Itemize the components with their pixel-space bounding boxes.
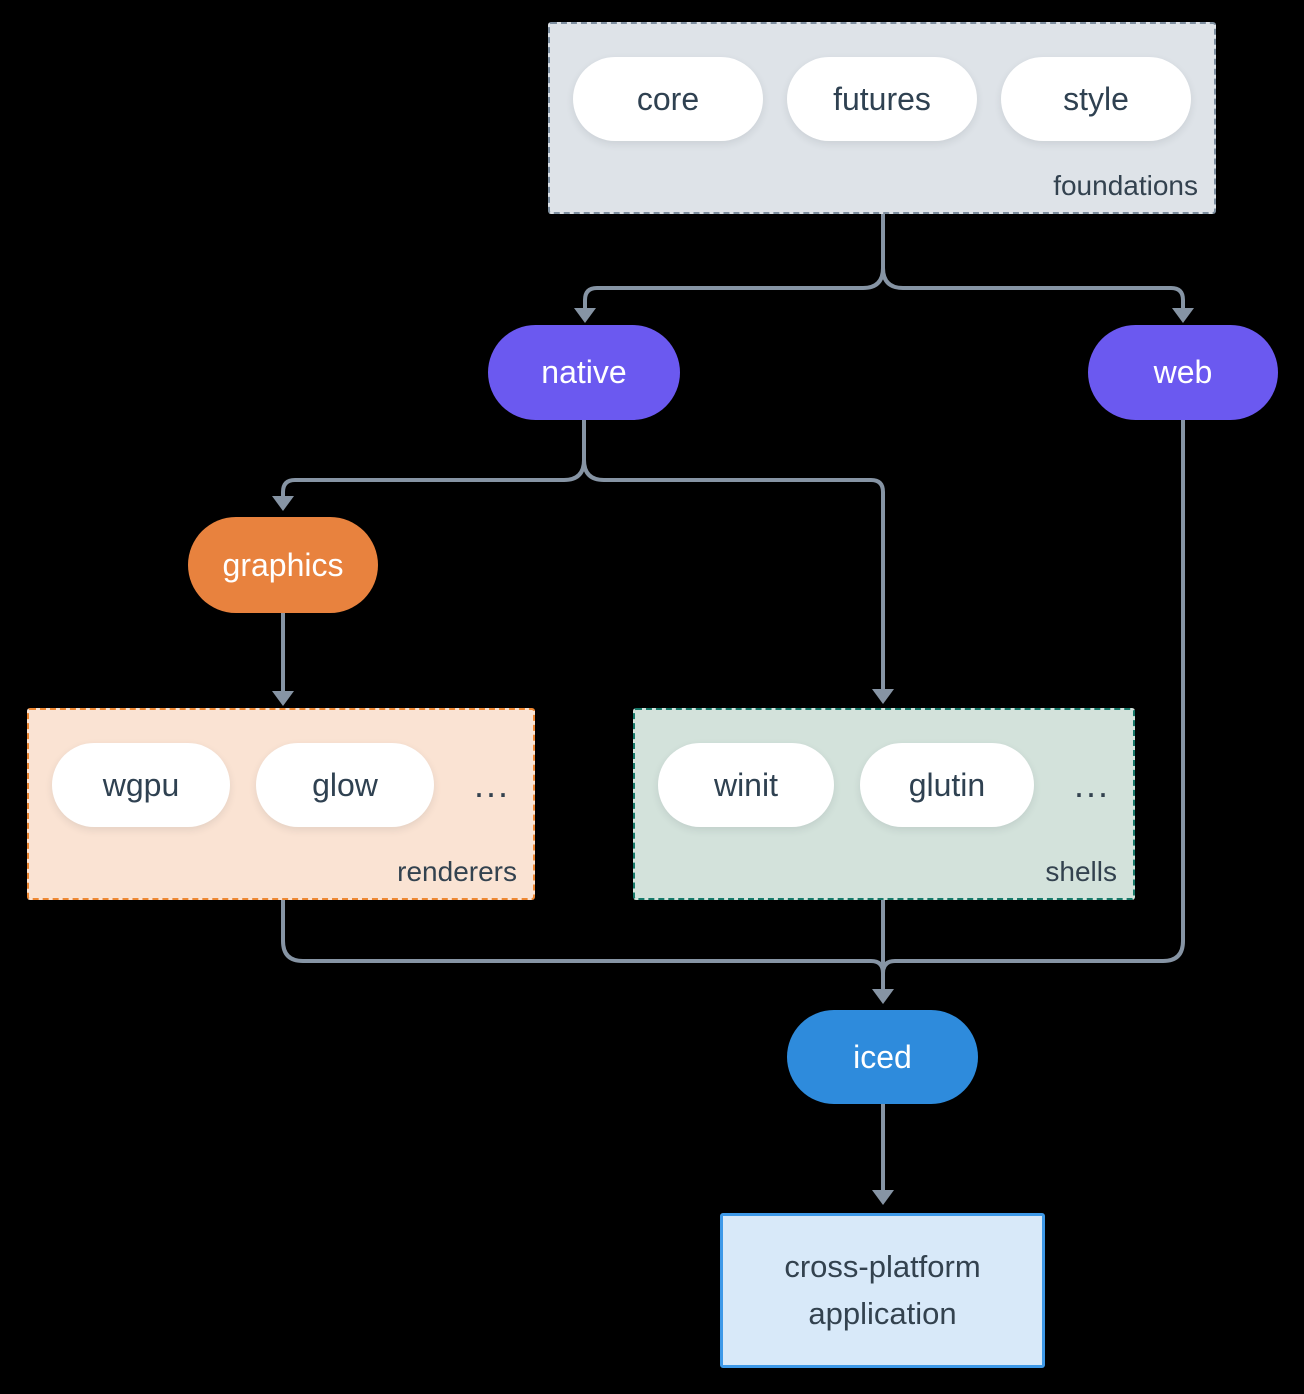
arrow-foundations-to-native [583,214,885,309]
pill-glow: glow [255,743,434,827]
arrowhead-web [1172,308,1194,323]
foundations-pills: core futures style [573,57,1191,141]
shells-ellipsis: ... [1073,764,1110,805]
pill-wgpu: wgpu [52,743,230,827]
arrow-foundations-to-web [881,214,1185,309]
pill-core: core [573,57,763,141]
application-box: cross-platform application [720,1213,1045,1368]
application-label-line1: cross-platform [784,1249,981,1284]
renderers-ellipsis: ... [473,764,510,805]
renderers-group: wgpu glow ... renderers [27,708,535,900]
renderers-label: renderers [397,856,517,887]
arrowhead-shells [872,689,894,704]
application-label-line2: application [808,1295,957,1331]
arrowhead-graphics [272,496,294,511]
node-iced: iced [787,1010,978,1104]
pill-style: style [1001,57,1191,141]
arrow-native-to-shells [582,420,885,690]
arrowhead-native [574,308,596,323]
arrowhead-application [872,1190,894,1205]
arrowhead-iced [872,989,894,1004]
node-graphics: graphics [188,517,378,613]
shells-label: shells [1045,856,1117,887]
node-web: web [1088,325,1278,420]
arrow-renderers-to-merge [281,900,885,974]
arrowhead-renderers [272,691,294,706]
pill-futures: futures [787,57,977,141]
shells-group: winit glutin ... shells [633,708,1135,900]
node-native: native [488,325,680,420]
arrow-native-to-graphics [281,420,586,497]
shells-pills: winit glutin ... [658,743,1110,827]
renderers-pills: wgpu glow ... [52,743,510,827]
foundations-label: foundations [1053,170,1198,201]
foundations-group: core futures style foundations [548,22,1216,214]
pill-winit: winit [658,743,834,827]
pill-glutin: glutin [859,743,1034,827]
